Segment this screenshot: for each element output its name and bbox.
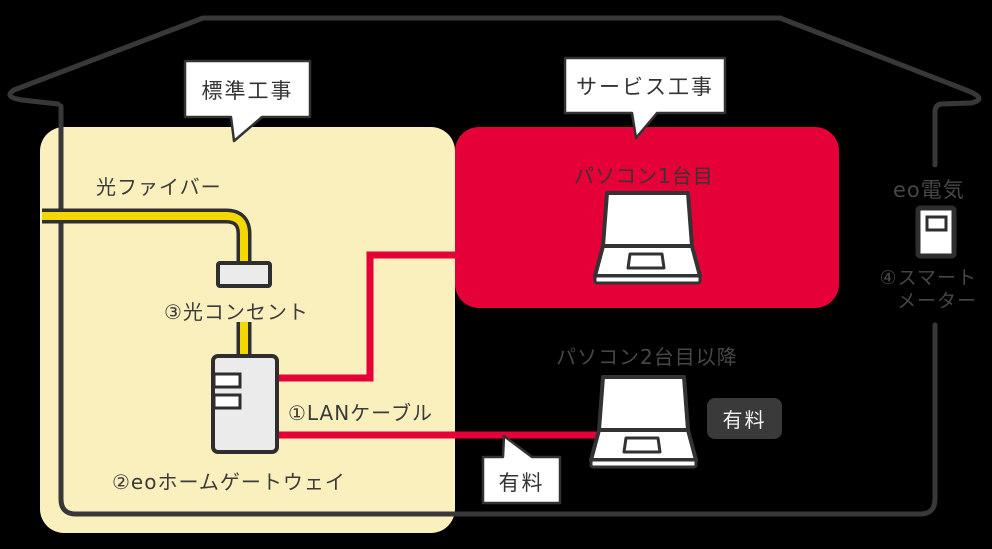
smart-meter-icon [915, 205, 957, 259]
paid-badge: 有料 [707, 398, 782, 439]
smart-meter-label-line2: メーター [896, 290, 977, 312]
speech-bubble-paid [481, 434, 562, 505]
smart-meter-label-line1: ④スマート [879, 267, 977, 289]
service-construction-bubble-label: サービス工事 [576, 75, 714, 99]
pc2-label: パソコン2台目以降 [556, 345, 738, 369]
laptop-icon-pc1 [593, 191, 702, 285]
pc1-label: パソコン1台目 [574, 164, 714, 188]
speech-bubble-standard [183, 59, 312, 143]
fiber-label: 光ファイバー [96, 175, 222, 199]
optical-outlet-label: ③光コンセント [164, 300, 309, 324]
house-outline-icon [7, 15, 982, 517]
fiber-cable-icon [42, 208, 252, 358]
lan-cable-label: ①LANケーブル [288, 401, 433, 425]
optical-outlet-icon [216, 261, 272, 288]
paid-badge-label: 有料 [722, 408, 767, 432]
standard-construction-bubble-label: 標準工事 [201, 79, 294, 103]
eo-electricity-label: eo電気 [893, 178, 965, 202]
lan-cable-icon [272, 251, 605, 439]
paid-bubble-label: 有料 [498, 471, 545, 495]
smart-meter-label: ④スマート メーター [867, 267, 977, 313]
speech-bubble-service [563, 56, 727, 140]
home-gateway-icon [211, 354, 279, 454]
laptop-icon-pc2 [589, 375, 698, 469]
home-gateway-label: ②eoホームゲートウェイ [112, 470, 346, 494]
